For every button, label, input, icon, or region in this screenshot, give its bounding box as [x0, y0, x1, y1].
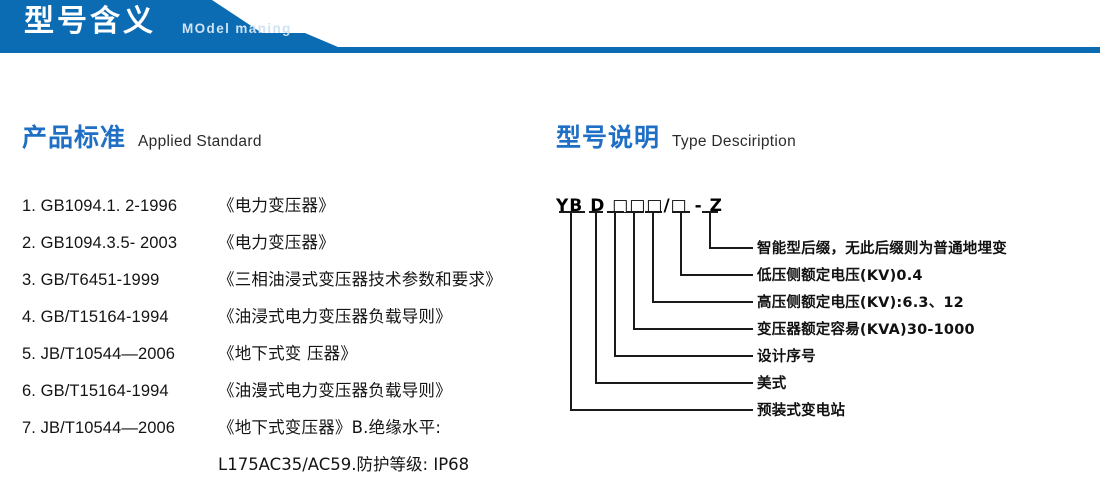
standard-row: 1. GB1094.1. 2-1996 《电力变压器》: [22, 192, 542, 229]
standard-row: 3. GB/T6451-1999 《三相油浸式变压器技术参数和要求》: [22, 266, 542, 303]
model-code-string: YB D □□□/□ - Z: [556, 196, 723, 216]
section-heading-cn: 型号说明: [556, 123, 661, 152]
section-heading-applied-standard: 产品标准 Applied Standard: [22, 118, 262, 154]
banner-underline-rule: [0, 47, 1100, 53]
standard-title: 《电力变压器》: [218, 196, 335, 215]
standard-index: 7.: [22, 419, 36, 437]
standard-index: 2.: [22, 234, 36, 252]
leader-path-6: [595, 212, 753, 384]
standard-continuation-line: L175AC35/AC59.防护等级: IP68: [218, 455, 470, 474]
leader-label-rated-capacity: 变压器额定容昜(KVA)30-1000: [757, 322, 975, 338]
standard-title: 《地下式变压器》B.绝缘水平:: [218, 418, 442, 437]
section-heading-en: Applied Standard: [138, 133, 262, 150]
leader-path-2: [680, 212, 753, 276]
standard-code: 7. JB/T10544—2006: [22, 419, 218, 438]
standard-code: 3. GB/T6451-1999: [22, 271, 218, 290]
standard-index: 6.: [22, 382, 36, 400]
page-header-banner: 型号含义 MOdel maning: [0, 0, 1100, 55]
model-code-segment-z: Z: [709, 196, 723, 216]
standard-title: 《油浸式电力变压器负载导则》: [218, 307, 452, 326]
model-code-segment-box3: □: [646, 196, 664, 216]
leader-label-american-style: 美式: [757, 376, 787, 392]
standard-number: GB/T15164-1994: [40, 308, 169, 326]
standard-title: 《电力变压器》: [218, 233, 335, 252]
standard-number: JB/T10544—2006: [40, 345, 176, 363]
section-heading-cn: 产品标准: [22, 123, 127, 152]
standard-index: 4.: [22, 308, 36, 326]
leader-path-4: [633, 212, 753, 330]
standard-number: GB/T15164-1994: [40, 382, 169, 400]
standard-row: 5. JB/T10544—2006 《地下式变 压器》: [22, 340, 542, 377]
standard-title: 《地下式变 压器》: [218, 344, 358, 363]
model-code-segment-slashbox: /□: [663, 196, 688, 216]
standard-code: 2. GB1094.3.5- 2003: [22, 234, 218, 253]
standard-number: GB1094.1. 2-1996: [40, 197, 178, 215]
standard-index: 3.: [22, 271, 36, 289]
leader-path-1: [709, 212, 753, 249]
standard-row: 4. GB/T15164-1994 《油浸式电力变压器负载导则》: [22, 303, 542, 340]
standard-code: 4. GB/T15164-1994: [22, 308, 218, 327]
model-code-segment-box2: □: [629, 196, 647, 216]
model-code-segment-d: D: [590, 196, 606, 216]
leader-label-design-serial: 设计序号: [757, 349, 816, 365]
standard-code: 1. GB1094.1. 2-1996: [22, 197, 218, 216]
standard-code: 5. JB/T10544—2006: [22, 345, 218, 364]
leader-path-7: [570, 212, 753, 411]
banner-title-cn: 型号含义: [24, 4, 156, 39]
standard-code: 6. GB/T15164-1994: [22, 382, 218, 401]
standard-row: 6. GB/T15164-1994 《油漫式电力变压器负载导则》: [22, 377, 542, 414]
leader-label-list: 智能型后缀，无此后缀则为普通地埋变 低压侧额定电压(KV)0.4 高压侧额定电压…: [757, 236, 1097, 425]
section-heading-en: Type Desciription: [672, 133, 796, 150]
banner-title-en: MOdel maning: [182, 21, 292, 36]
standard-number: JB/T10544—2006: [40, 419, 176, 437]
leader-path-3: [652, 212, 753, 303]
standard-title: 《油漫式电力变压器负载导则》: [218, 381, 452, 400]
standard-number: GB1094.3.5- 2003: [40, 234, 178, 252]
standard-index: 1.: [22, 197, 36, 215]
leader-path-5: [614, 212, 753, 357]
model-code-segment-yb: YB: [556, 196, 584, 216]
model-code-segment-dash: -: [694, 196, 703, 216]
standard-title: 《三相油浸式变压器技术参数和要求》: [218, 270, 502, 289]
model-code-segment-box1: □: [612, 196, 630, 216]
leader-label-smart-suffix: 智能型后缀，无此后缀则为普通地埋变: [757, 241, 1007, 257]
section-heading-type-description: 型号说明 Type Desciription: [556, 118, 796, 154]
applied-standards-list: 1. GB1094.1. 2-1996 《电力变压器》 2. GB1094.3.…: [22, 192, 542, 488]
standard-row: 2. GB1094.3.5- 2003 《电力变压器》: [22, 229, 542, 266]
leader-label-prefab-substation: 预装式变电站: [757, 403, 846, 419]
leader-label-lv-rated-voltage: 低压侧额定电压(KV)0.4: [757, 268, 923, 284]
standard-row: 7. JB/T10544—2006 《地下式变压器》B.绝缘水平:: [22, 414, 542, 451]
leader-label-hv-rated-voltage: 高压侧额定电压(KV):6.3、12: [757, 295, 964, 311]
standard-number: GB/T6451-1999: [40, 271, 160, 289]
standard-index: 5.: [22, 345, 36, 363]
